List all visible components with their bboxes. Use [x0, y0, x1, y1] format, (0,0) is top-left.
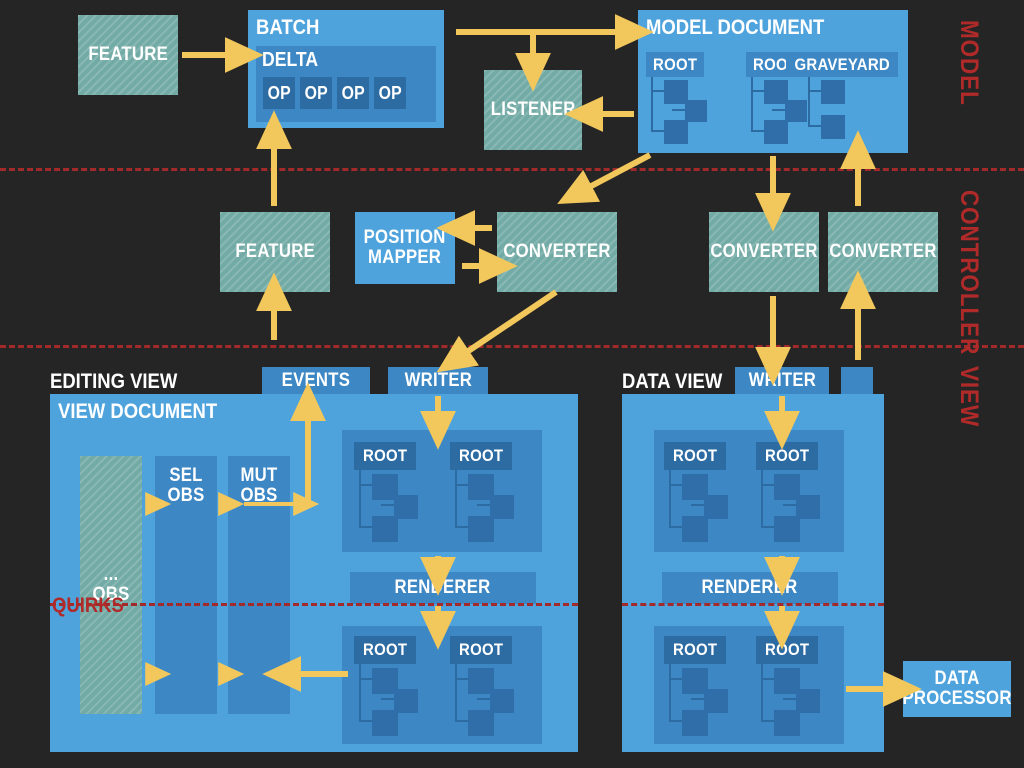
op-label: OP	[267, 82, 291, 103]
tree-root-label: ROOT	[672, 640, 718, 660]
model-document-title: MODEL DOCUMENT	[646, 16, 825, 39]
converter-box-editing[interactable]: CONVERTER	[497, 212, 617, 292]
tree-root-header[interactable]: ROOT	[354, 442, 416, 470]
op-label: OP	[378, 82, 402, 103]
arrow-model-document-to-converter	[557, 152, 652, 205]
op-box[interactable]: OP	[374, 77, 406, 109]
editing-renderer-box[interactable]: RENDERER	[350, 572, 536, 604]
tree-root-label: ROOT	[752, 54, 798, 74]
controller-view-divider	[0, 345, 1024, 348]
tree-root-header[interactable]: ROOT	[664, 636, 726, 664]
data-processor-label: DATA PROCESSOR	[902, 668, 1012, 709]
data-view-title: DATA VIEW	[622, 370, 723, 393]
tree-root-header[interactable]: ROOT	[354, 636, 416, 664]
tree-graveyard-header[interactable]: GRAVEYARD	[786, 52, 898, 77]
observer-column-selection[interactable]: SEL OBS	[155, 456, 217, 714]
view-document-panel: VIEW DOCUMENT ... OBS SEL OBS MUT OBS RO…	[50, 394, 578, 752]
model-feature-box[interactable]: FEATURE	[78, 15, 178, 95]
tree-root-label: ROOT	[764, 446, 810, 466]
observer-column-mutation[interactable]: MUT OBS	[228, 456, 290, 714]
data-renderer-box[interactable]: RENDERER	[662, 572, 838, 604]
position-mapper-label: POSITION MAPPER	[363, 227, 447, 268]
op-label: OP	[341, 82, 365, 103]
tab-unlabeled-data[interactable]	[841, 367, 873, 395]
tree-root-label: ROOT	[458, 446, 504, 466]
listener-box[interactable]: LISTENER	[484, 70, 582, 150]
tree-root-label: ROOT	[672, 446, 718, 466]
tab-writer-label: WRITER	[404, 370, 472, 392]
tab-events[interactable]: EVENTS	[262, 367, 370, 395]
layer-label-view: VIEW	[955, 366, 983, 428]
view-document-title: VIEW DOCUMENT	[58, 400, 218, 423]
op-box[interactable]: OP	[263, 77, 295, 109]
controller-feature-box[interactable]: FEATURE	[220, 212, 330, 292]
data-renderer-label: RENDERER	[702, 577, 798, 599]
tree-root-label: ROOT	[362, 640, 408, 660]
editing-upper-tree-group: ROOT ROOT	[342, 430, 542, 552]
model-feature-label: FEATURE	[88, 44, 168, 66]
tab-writer-editing[interactable]: WRITER	[388, 367, 488, 395]
tree-root-label: ROOT	[362, 446, 408, 466]
data-upper-tree-group: ROOT ROOT	[654, 430, 844, 552]
converter-box-data-up[interactable]: CONVERTER	[828, 212, 938, 292]
data-view-panel: ROOT ROOT	[622, 394, 884, 752]
controller-feature-label: FEATURE	[235, 241, 315, 263]
tab-writer-data[interactable]: WRITER	[735, 367, 829, 395]
quirks-label: QUIRKS	[52, 594, 124, 617]
quirks-divider-editing	[50, 603, 578, 606]
converter-box-data-down[interactable]: CONVERTER	[709, 212, 819, 292]
op-label: OP	[304, 82, 328, 103]
tab-events-label: EVENTS	[281, 370, 351, 392]
batch-title: BATCH	[256, 16, 320, 39]
layer-label-model: MODEL	[955, 20, 983, 106]
op-box[interactable]: OP	[300, 77, 332, 109]
tree-root-header[interactable]: ROOT	[756, 442, 818, 470]
tree-root-header[interactable]: ROOT	[646, 52, 704, 77]
tree-root-header[interactable]: ROOT	[450, 636, 512, 664]
tree-root-header[interactable]: ROOT	[756, 636, 818, 664]
tree-root-header[interactable]: ROOT	[664, 442, 726, 470]
delta-title: DELTA	[262, 49, 319, 71]
editing-view-title: EDITING VIEW	[50, 370, 178, 393]
quirks-divider-data	[622, 603, 884, 606]
editing-lower-tree-group: ROOT ROOT	[342, 626, 542, 744]
batch-box[interactable]: BATCH DELTA OP OP OP OP	[248, 10, 444, 128]
observer-column-other[interactable]: ... OBS	[80, 456, 142, 714]
tree-graveyard-label: GRAVEYARD	[794, 54, 890, 74]
converter-label: CONVERTER	[710, 241, 818, 263]
tree-root-label: ROOT	[458, 640, 504, 660]
observer-other-label: ... OBS	[92, 564, 130, 605]
tree-root-label: ROOT	[764, 640, 810, 660]
layer-label-controller: CONTROLLER	[955, 190, 983, 356]
tree-root-header[interactable]: ROOT	[450, 442, 512, 470]
listener-label: LISTENER	[490, 99, 576, 121]
arrow-converter-to-writer-editing	[436, 289, 558, 373]
converter-label: CONVERTER	[503, 241, 611, 263]
tree-root-label: ROOT	[652, 54, 698, 74]
op-box[interactable]: OP	[337, 77, 369, 109]
delta-box[interactable]: DELTA OP OP OP OP	[256, 46, 436, 122]
observer-mutation-label: MUT OBS	[240, 465, 278, 506]
editing-renderer-label: RENDERER	[395, 577, 491, 599]
data-processor-box[interactable]: DATA PROCESSOR	[902, 661, 1012, 717]
converter-label: CONVERTER	[829, 241, 937, 263]
data-lower-tree-group: ROOT ROOT	[654, 626, 844, 744]
model-controller-divider	[0, 168, 1024, 171]
model-document-box[interactable]: MODEL DOCUMENT ROOT ROOT	[638, 10, 908, 153]
tab-writer-label: WRITER	[748, 370, 816, 392]
position-mapper-box[interactable]: POSITION MAPPER	[355, 212, 455, 284]
observer-selection-label: SEL OBS	[167, 465, 205, 506]
